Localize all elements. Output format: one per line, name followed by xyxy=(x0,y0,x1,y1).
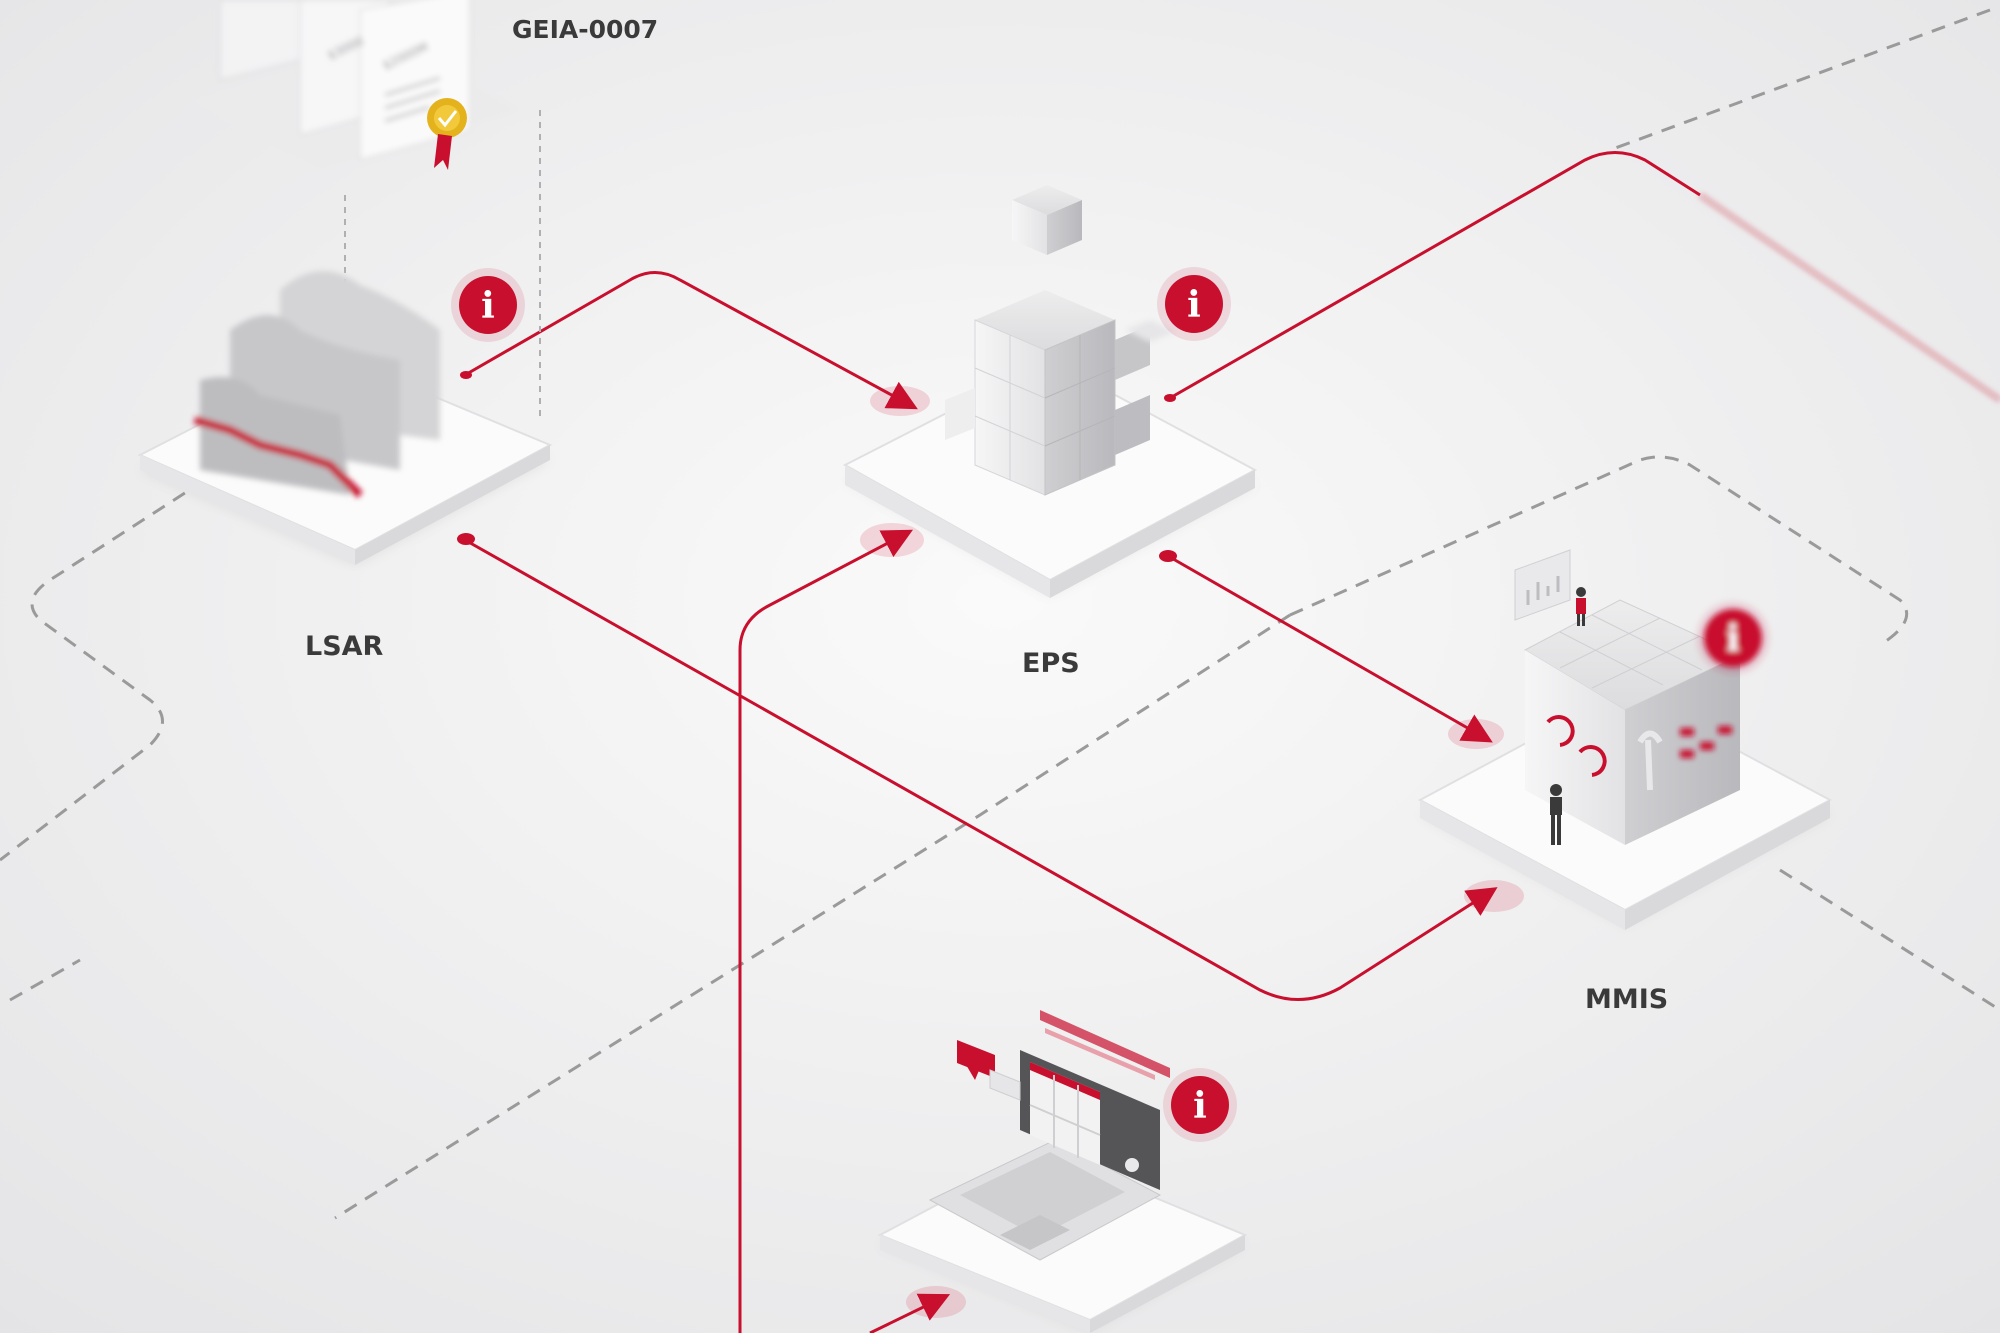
info-icon-eps[interactable]: i xyxy=(1157,267,1231,341)
lsar-node[interactable] xyxy=(137,271,553,565)
laptop-node[interactable] xyxy=(877,1010,1248,1333)
laptop-icon xyxy=(928,1010,1170,1261)
connector-eps-out xyxy=(1169,151,1701,400)
person-figure-icon xyxy=(1550,587,1586,845)
svg-text:i: i xyxy=(481,285,495,327)
connector-bottom-laptop xyxy=(869,1293,951,1333)
cube-cluster-icon xyxy=(945,185,1175,496)
connector-eps-out-faded xyxy=(1698,192,2000,403)
geia-label: GEIA-0007 xyxy=(512,15,658,44)
info-icon-laptop[interactable]: i xyxy=(1163,1068,1237,1142)
connectors xyxy=(464,151,2000,1333)
connector-lsar-mmis xyxy=(464,538,1498,1001)
mmis-node[interactable] xyxy=(1417,549,1833,930)
certificate-seal-icon xyxy=(427,98,467,170)
lsar-chart-icon xyxy=(193,271,440,498)
svg-text:i: i xyxy=(1726,618,1740,660)
eps-label: EPS xyxy=(1022,648,1080,679)
dashed-guides xyxy=(0,8,2000,1220)
svg-text:i: i xyxy=(1187,284,1201,326)
maintenance-cube-icon xyxy=(1514,549,1742,845)
connector-bottom-eps xyxy=(738,529,913,1333)
info-icon-mmis[interactable]: i xyxy=(1696,601,1770,675)
info-icon-lsar[interactable]: i xyxy=(451,268,525,342)
mmis-label: MMIS xyxy=(1585,984,1668,1015)
svg-text:i: i xyxy=(1193,1085,1207,1127)
ports xyxy=(457,371,1524,1318)
connector-eps-mmis xyxy=(1167,554,1493,743)
lsar-label: LSAR xyxy=(305,631,384,662)
connector-lsar-eps xyxy=(464,271,918,410)
eps-node[interactable] xyxy=(842,185,1258,598)
